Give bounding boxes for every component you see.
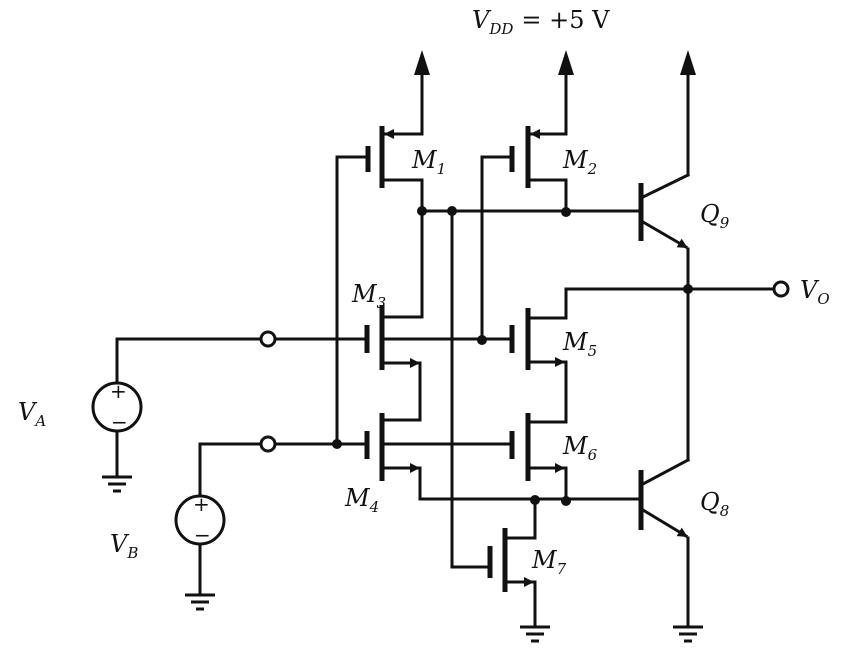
transistor-q9 xyxy=(638,172,691,462)
va-terminal xyxy=(259,330,277,348)
vdd-arrows xyxy=(414,50,696,177)
junction-dots xyxy=(332,206,693,506)
vo-terminal xyxy=(772,280,790,298)
transistor-m3 xyxy=(364,305,424,422)
label-vb: VB xyxy=(110,530,139,562)
transistor-m2 xyxy=(480,126,568,342)
label-m5: M5 xyxy=(563,328,598,360)
label-vo: VO xyxy=(800,276,830,308)
ground-icons xyxy=(102,475,703,643)
transistor-m1 xyxy=(335,126,424,446)
va-minus: − xyxy=(111,410,128,434)
transistor-m6 xyxy=(509,413,568,501)
vb-plus: + xyxy=(193,492,210,516)
source-va xyxy=(91,381,143,478)
label-m4: M4 xyxy=(345,484,380,516)
label-m3: M3 xyxy=(352,280,387,312)
label-m2: M2 xyxy=(563,146,598,178)
label-m1: M1 xyxy=(412,146,447,178)
transistor-m7 xyxy=(450,497,537,628)
vb-terminal xyxy=(259,435,277,453)
label-m7: M7 xyxy=(532,546,567,578)
vdd-label: VDD= +5 V xyxy=(472,6,610,38)
source-vb xyxy=(174,494,226,596)
label-q9: Q9 xyxy=(700,200,730,232)
vb-minus: − xyxy=(194,523,211,547)
va-plus: + xyxy=(110,379,127,403)
label-va: VA xyxy=(18,398,47,430)
label-m6: M6 xyxy=(563,432,598,464)
transistor-m5 xyxy=(509,287,777,424)
transistor-m4 xyxy=(364,413,643,501)
label-q8: Q8 xyxy=(700,488,730,520)
transistor-q8 xyxy=(638,457,691,628)
